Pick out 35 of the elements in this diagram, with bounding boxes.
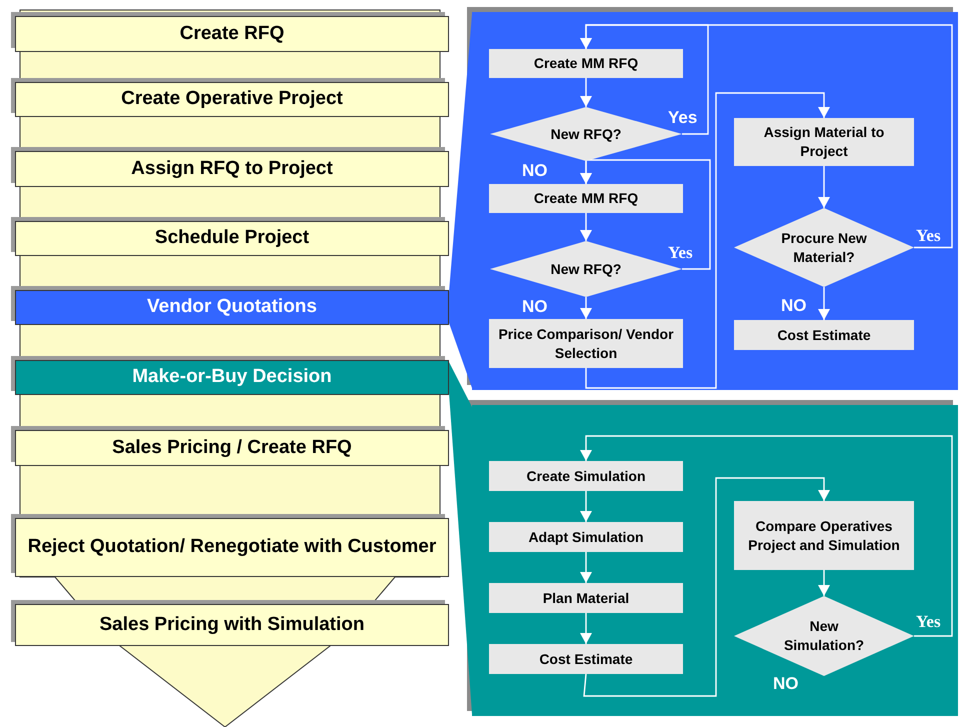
arrow bbox=[580, 491, 592, 522]
edge-label: NO bbox=[781, 296, 806, 316]
edge-label: NO bbox=[522, 297, 548, 317]
process-box: Cost Estimate bbox=[489, 644, 683, 674]
edge-label: Yes bbox=[668, 108, 698, 128]
arrow bbox=[580, 159, 711, 270]
process-box: Cost Estimate bbox=[734, 320, 914, 350]
process-box: Create MM RFQ bbox=[489, 49, 683, 78]
process-box: Create Simulation bbox=[489, 461, 683, 491]
edge-label: Yes bbox=[668, 243, 693, 263]
edge-label: Yes bbox=[916, 612, 941, 632]
process-box: Plan Material bbox=[489, 583, 683, 613]
process-box: Assign Material to Project bbox=[734, 118, 914, 166]
arrow bbox=[818, 166, 830, 208]
callout-wedge bbox=[449, 14, 472, 388]
arrow bbox=[585, 92, 830, 389]
decision-diamond: Procure New Material? bbox=[734, 208, 914, 287]
arrow bbox=[580, 24, 953, 248]
arrow bbox=[580, 552, 592, 583]
branch-label: NO bbox=[773, 674, 798, 694]
process-box: Price Comparison/ Vendor Selection bbox=[489, 319, 683, 368]
process-box: Compare Operatives Project and Simulation bbox=[734, 501, 914, 570]
arrow bbox=[580, 78, 592, 107]
arrow bbox=[583, 477, 830, 697]
process-box: Create MM RFQ bbox=[489, 184, 683, 213]
arrow bbox=[818, 287, 830, 320]
arrow bbox=[580, 297, 592, 319]
process-box: Adapt Simulation bbox=[489, 522, 683, 552]
decision-diamond: New Simulation? bbox=[734, 596, 914, 676]
edge-label: Yes bbox=[916, 226, 941, 246]
arrow bbox=[818, 570, 830, 596]
arrow bbox=[580, 435, 953, 637]
edge-label: NO bbox=[522, 161, 548, 181]
arrow bbox=[580, 213, 592, 241]
arrow bbox=[580, 613, 592, 644]
